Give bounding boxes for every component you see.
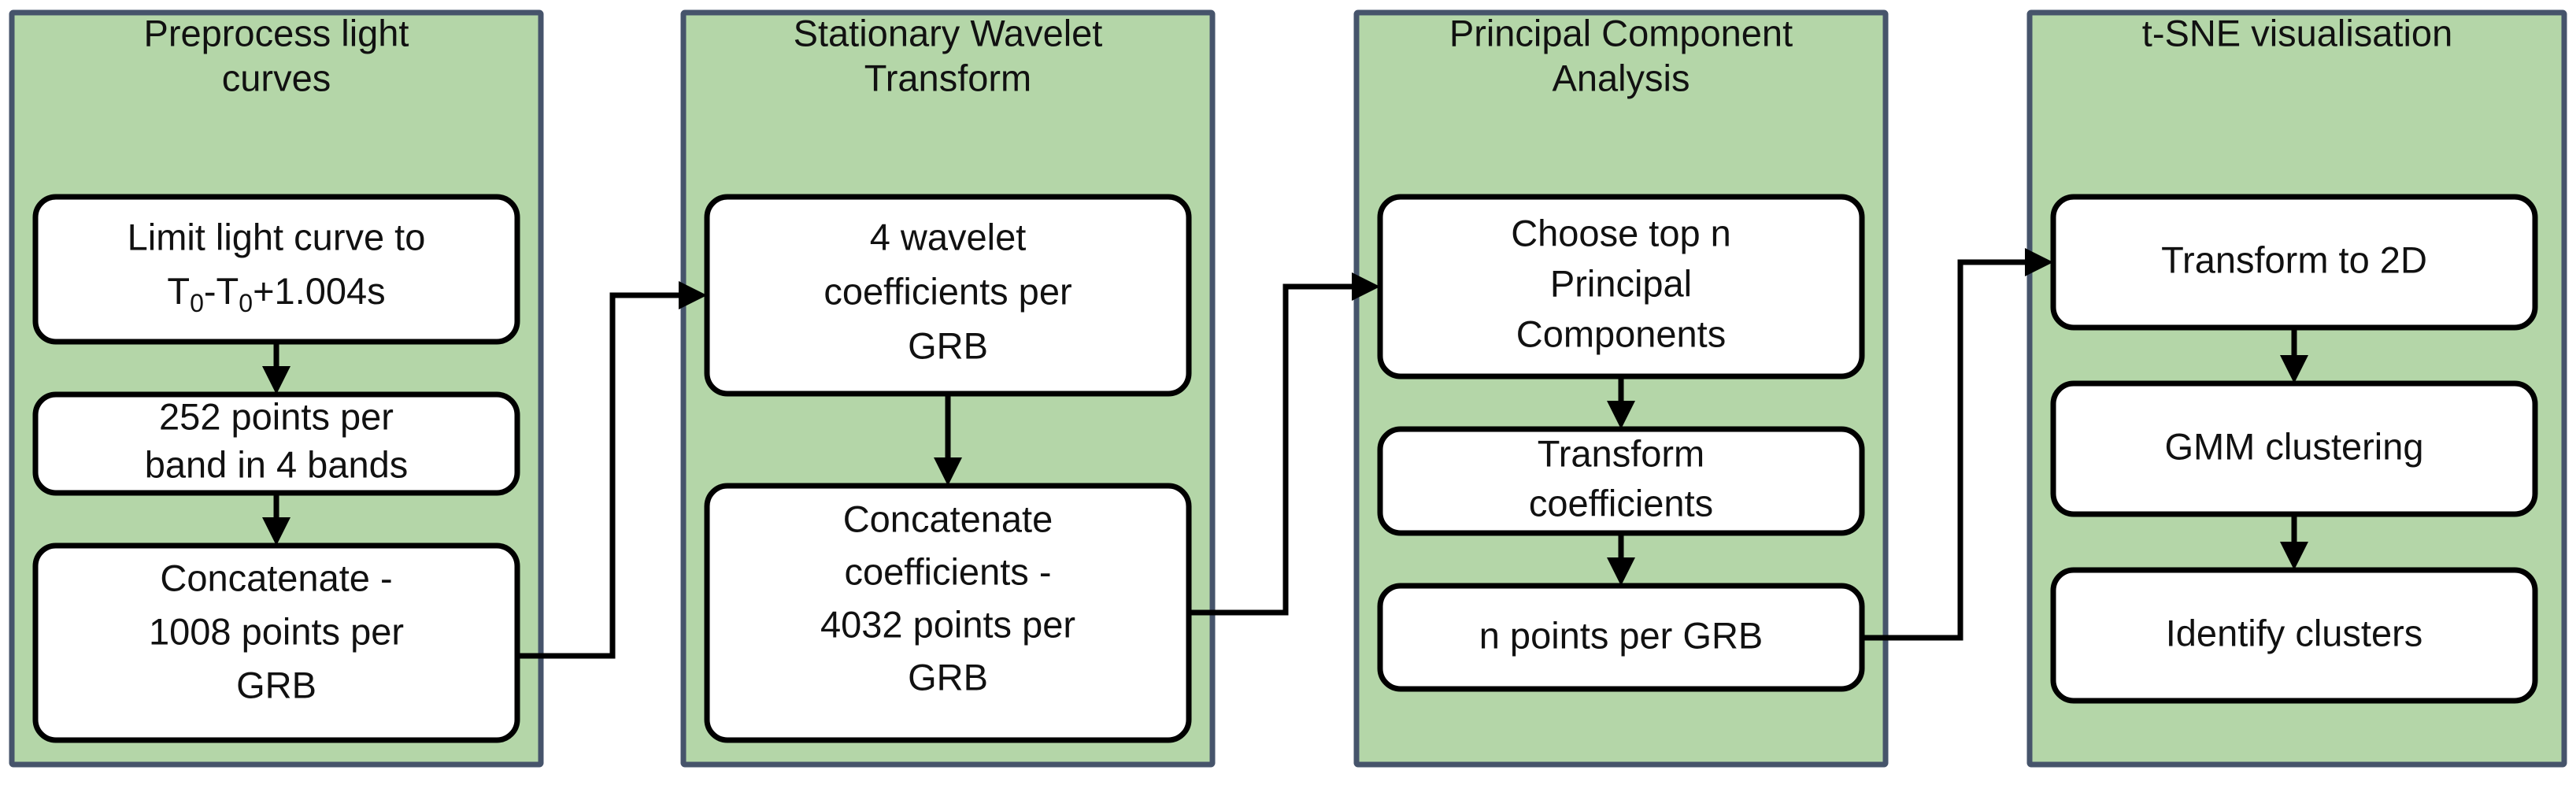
connector-choose-to-transform [1607, 376, 1635, 429]
arrowhead-icon [679, 281, 707, 309]
node-gmm-clustering[interactable]: GMM clustering [2050, 380, 2538, 517]
node-identify-clusters[interactable]: Identify clusters [2050, 567, 2538, 704]
connector-stage2-to-stage3 [1189, 272, 1380, 616]
stage-panel-pca: Principal Component Analysis Choose top … [1353, 9, 1889, 768]
arrowhead-icon [262, 366, 291, 394]
connector-stage3-to-stage4 [1862, 248, 2053, 641]
connector-points-to-concatenate [262, 493, 291, 546]
node-label-gmm-clustering: GMM clustering [2164, 425, 2423, 467]
stage-panel-preprocess: Preprocess light curves Limit light curv… [9, 9, 544, 768]
node-label-concatenate-4032-line-1: Concatenate [843, 498, 1053, 539]
node-wavelet-coefficients[interactable]: 4 wavelet coefficients per GRB [704, 194, 1192, 397]
stage-title-swt-line-2: Transform [864, 57, 1031, 98]
node-n-points-per-grb[interactable]: n points per GRB [1377, 583, 1865, 692]
stage-panel-swt: Stationary Wavelet Transform 4 wavelet c… [680, 9, 1216, 768]
node-label-identify-clusters: Identify clusters [2166, 612, 2423, 654]
arrowhead-icon [1607, 401, 1635, 429]
arrowhead-icon [1352, 272, 1380, 301]
node-label-transform-coefficients-line-1: Transform [1538, 432, 1704, 474]
node-label-limit-light-curve-line-2: T0-T0+1.004s [167, 270, 385, 317]
connector-wavelet-to-concatenate [934, 394, 962, 486]
arrowhead-icon [2025, 248, 2053, 276]
node-label-n-points-per-grb: n points per GRB [1479, 614, 1764, 656]
stage-title-preprocess-line-1: Preprocess light [144, 12, 409, 54]
stage-title-pca-line-1: Principal Component [1449, 12, 1793, 54]
stage-panel-tsne: t-SNE visualisation Transform to 2D GMM … [2026, 9, 2567, 768]
node-concatenate-4032[interactable]: Concatenate coefficients - 4032 points p… [704, 483, 1192, 743]
node-box-identify-clusters[interactable] [2050, 567, 2538, 704]
node-label-transform-to-2d: Transform to 2D [2161, 239, 2427, 280]
node-label-points-per-band-line-2: band in 4 bands [145, 443, 409, 485]
node-concatenate-1008[interactable]: Concatenate - 1008 points per GRB [32, 542, 520, 743]
connector-transform-to-npoints [1607, 533, 1635, 586]
arrowhead-icon [2280, 542, 2308, 570]
node-box-concatenate-1008[interactable] [32, 542, 520, 743]
connector-2d-to-gmm [2280, 328, 2308, 383]
node-label-concatenate-1008-line-3: GRB [236, 664, 316, 705]
arrowhead-icon [262, 517, 291, 546]
node-transform-to-2d[interactable]: Transform to 2D [2050, 194, 2538, 331]
node-label-transform-coefficients-line-2: coefficients [1529, 482, 1713, 524]
arrowhead-icon [934, 457, 962, 486]
node-label-wavelet-coefficients-line-3: GRB [908, 324, 988, 366]
stage-title-pca-line-2: Analysis [1552, 57, 1690, 98]
node-points-per-band[interactable]: 252 points per band in 4 bands [32, 391, 520, 496]
node-label-choose-top-n-line-1: Choose top n [1511, 212, 1731, 254]
node-choose-top-n[interactable]: Choose top n Principal Components [1377, 194, 1865, 380]
connector-stage1-to-stage2 [517, 281, 707, 659]
node-label-concatenate-1008-line-1: Concatenate - [160, 557, 392, 598]
arrowhead-icon [1607, 557, 1635, 586]
stage-title-swt-line-1: Stationary Wavelet [794, 12, 1103, 54]
node-label-choose-top-n-line-3: Components [1516, 313, 1727, 354]
node-label-choose-top-n-line-2: Principal [1550, 262, 1692, 304]
node-limit-light-curve[interactable]: Limit light curve to T0-T0+1.004s [32, 194, 520, 345]
connector-limit-to-points [262, 342, 291, 394]
stage-title-preprocess-line-2: curves [222, 57, 331, 98]
node-transform-coefficients[interactable]: Transform coefficients [1377, 426, 1865, 536]
node-label-limit-light-curve-line-1: Limit light curve to [128, 216, 426, 257]
arrowhead-icon [2280, 355, 2308, 383]
connector-gmm-to-identify [2280, 514, 2308, 570]
node-label-wavelet-coefficients-line-2: coefficients per [824, 270, 1071, 312]
node-label-points-per-band-line-1: 252 points per [159, 395, 394, 437]
node-label-concatenate-4032-line-3: 4032 points per [820, 603, 1075, 645]
node-label-concatenate-1008-line-2: 1008 points per [149, 610, 404, 652]
node-label-concatenate-4032-line-4: GRB [908, 656, 988, 698]
stage-title-tsne-line-1: t-SNE visualisation [2142, 12, 2452, 54]
node-label-wavelet-coefficients-line-1: 4 wavelet [870, 216, 1027, 257]
node-label-concatenate-4032-line-2: coefficients - [845, 550, 1052, 592]
